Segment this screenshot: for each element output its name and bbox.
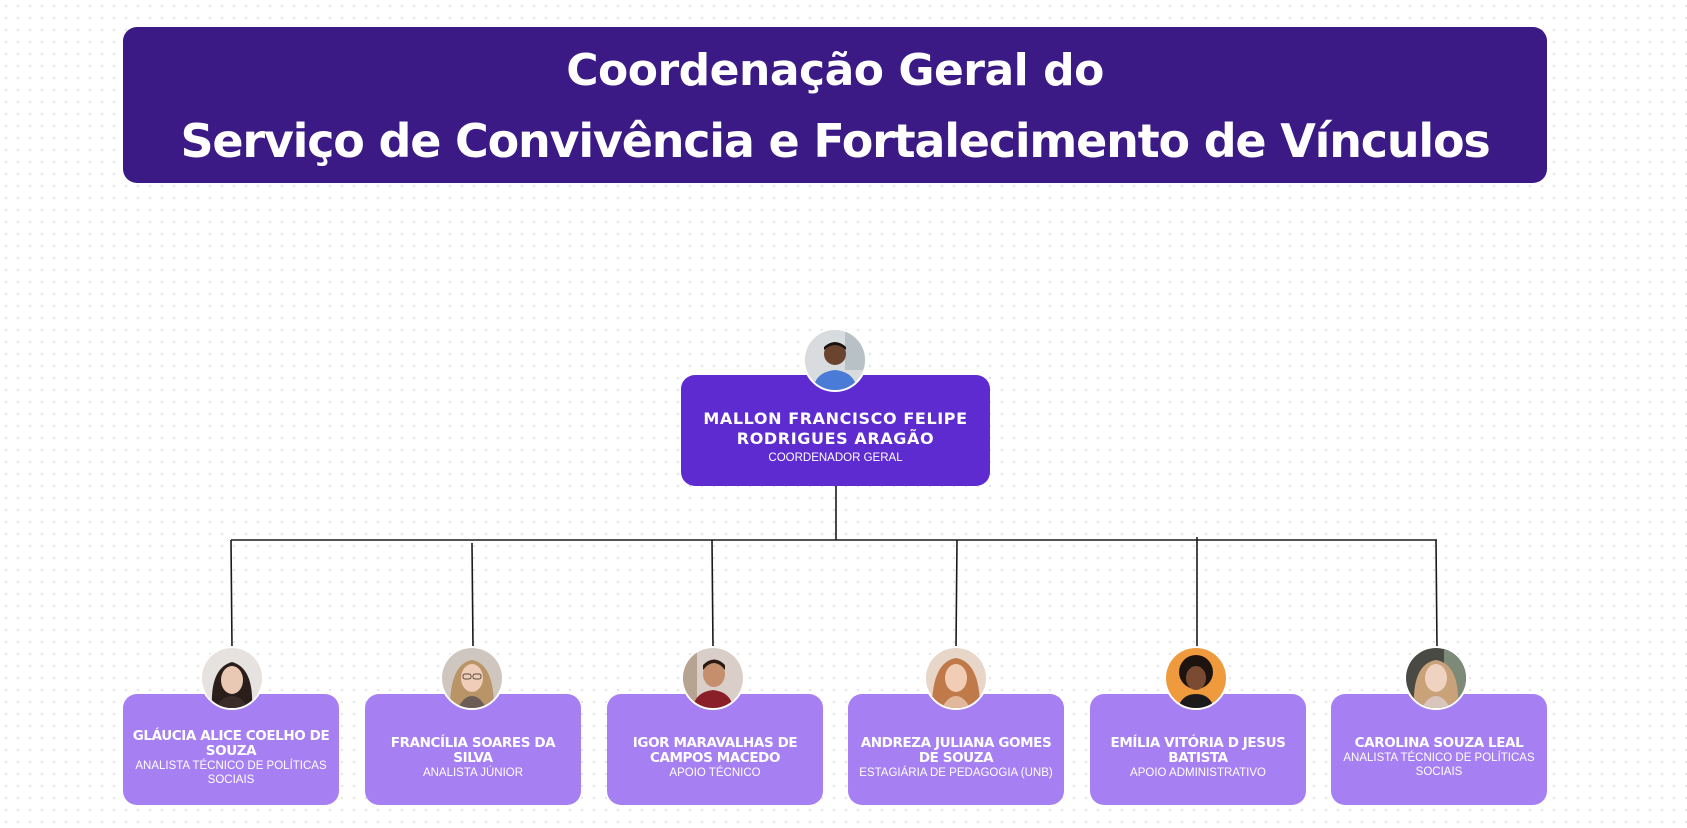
- coordinator-photo-avatar: [803, 328, 867, 392]
- member-photo-avatar: [1404, 646, 1468, 710]
- member-name: EMÍLIA VITÓRIA D JESUS BATISTA: [1110, 734, 1286, 766]
- member-card-1: GLÁUCIA ALICE COELHO DE SOUZA ANALISTA T…: [123, 694, 339, 805]
- member-role: ESTAGIÁRIA DE PEDAGOGIA (UNB): [859, 766, 1053, 779]
- member-role: APOIO TÉCNICO: [669, 766, 761, 779]
- member-card-2: FRANCÍLIA SOARES DA SILVA ANALISTA JÚNIO…: [365, 694, 581, 805]
- member-role: ANALISTA JÚNIOR: [422, 766, 524, 779]
- connector-child-6: [1435, 539, 1438, 649]
- person-photo-icon: [1166, 648, 1226, 708]
- person-photo-icon: [202, 648, 262, 708]
- member-photo-avatar: [200, 646, 264, 710]
- member-photo-avatar: [1164, 646, 1228, 710]
- member-role: ANALISTA TÉCNICO DE POLÍTICAS SOCIAIS: [1343, 752, 1535, 778]
- member-card-4: ANDREZA JULIANA GOMES DE SOUZA ESTAGIÁRI…: [848, 694, 1064, 805]
- title-line-1: Coordenação Geral do: [566, 45, 1104, 96]
- member-role: ANALISTA TÉCNICO DE POLÍTICAS SOCIAIS: [135, 759, 327, 786]
- member-role: APOIO ADMINISTRATIVO: [1130, 766, 1266, 779]
- coordinator-role: COORDENADOR GERAL: [768, 451, 903, 464]
- member-name: ANDREZA JULIANA GOMES DE SOUZA: [860, 734, 1052, 766]
- member-photo-avatar: [924, 646, 988, 710]
- person-photo-icon: [442, 648, 502, 708]
- member-card-3: IGOR MARAVALHAS DE CAMPOS MACEDO APOIO T…: [607, 694, 823, 805]
- connector-child-4: [955, 539, 958, 649]
- member-name: FRANCÍLIA SOARES DA SILVA: [390, 734, 556, 766]
- member-photo-avatar: [681, 646, 745, 710]
- person-photo-icon: [805, 330, 865, 390]
- connector-child-1: [230, 539, 233, 649]
- member-name: GLÁUCIA ALICE COELHO DE SOUZA: [132, 727, 330, 759]
- coordinator-card: MALLON FRANCISCO FELIPE RODRIGUES ARAGÃO…: [681, 375, 990, 486]
- title-banner: Coordenação Geral do Serviço de Convivên…: [123, 27, 1547, 183]
- member-name: CAROLINA SOUZA LEAL: [1354, 735, 1524, 751]
- member-photo-avatar: [440, 646, 504, 710]
- coordinator-name: MALLON FRANCISCO FELIPE RODRIGUES ARAGÃO: [703, 408, 968, 448]
- title-line-2: Serviço de Convivência e Fortalecimento …: [180, 114, 1490, 168]
- member-name: IGOR MARAVALHAS DE CAMPOS MACEDO: [632, 734, 798, 766]
- person-photo-icon: [683, 648, 743, 708]
- person-photo-icon: [926, 648, 986, 708]
- connector-child-2: [471, 542, 474, 649]
- connector-child-3: [711, 539, 714, 649]
- member-card-6: CAROLINA SOUZA LEAL ANALISTA TÉCNICO DE …: [1331, 694, 1547, 805]
- member-card-5: EMÍLIA VITÓRIA D JESUS BATISTA APOIO ADM…: [1090, 694, 1306, 805]
- person-photo-icon: [1406, 648, 1466, 708]
